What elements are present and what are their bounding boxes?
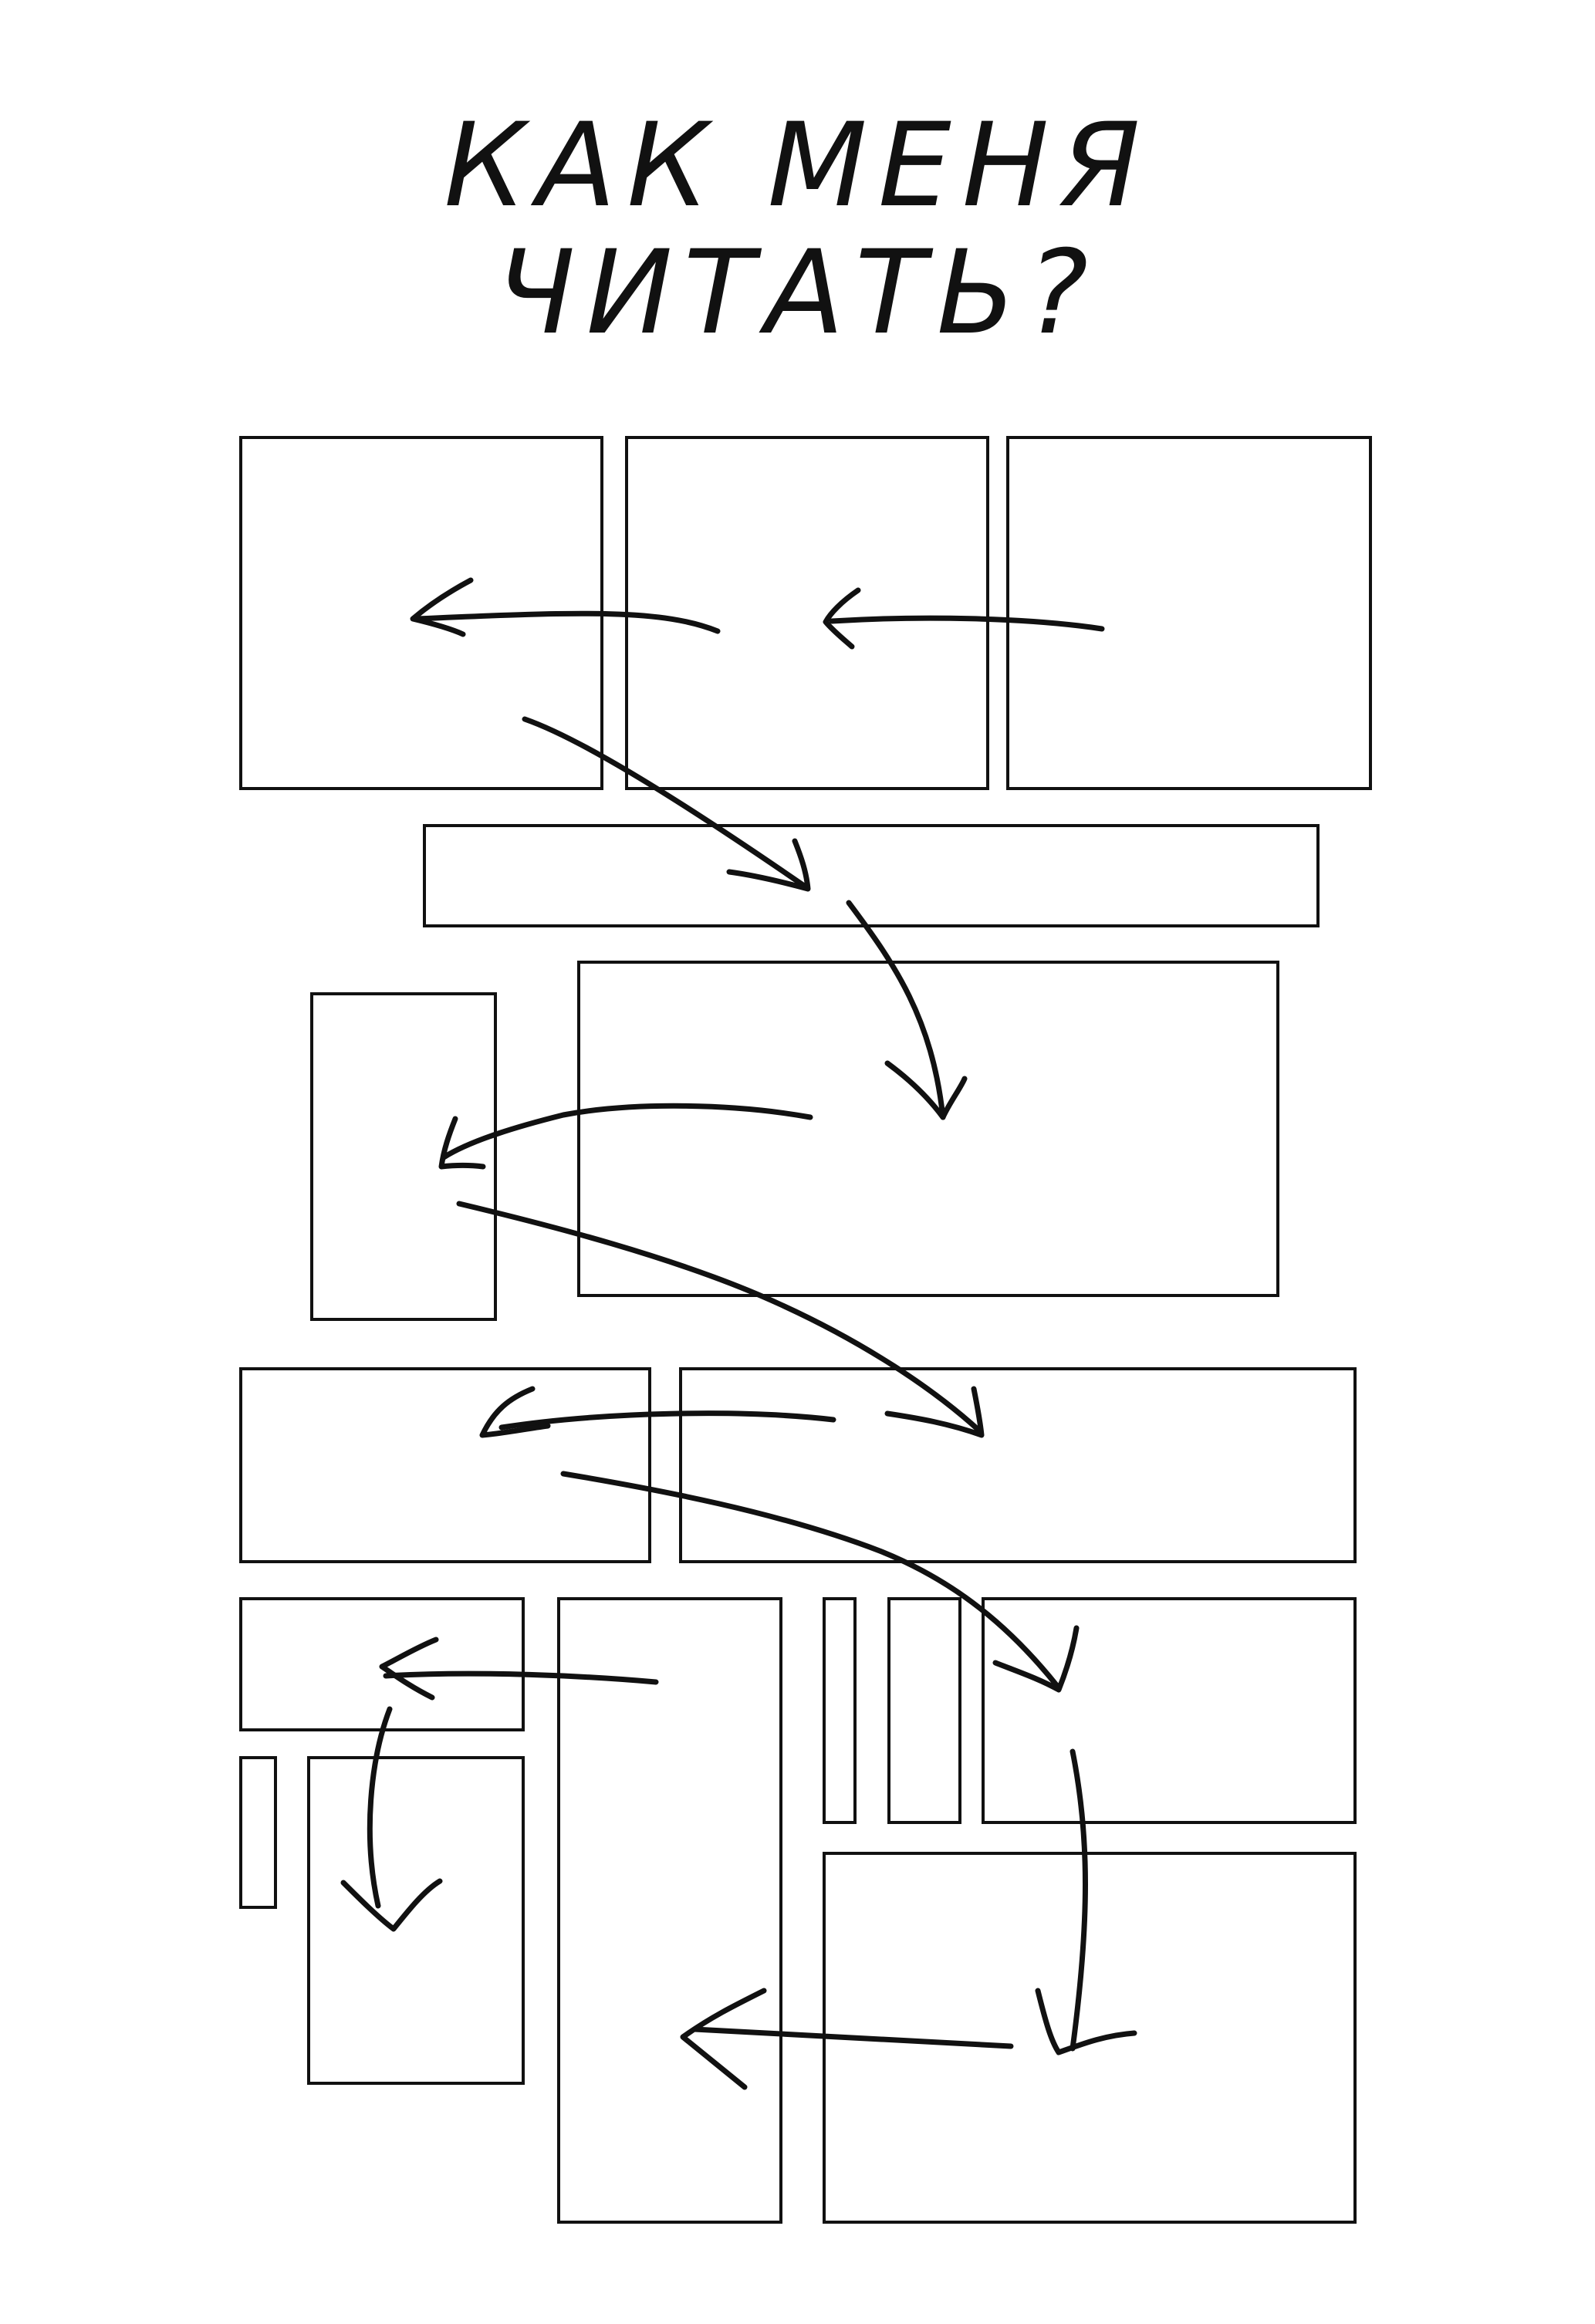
reading-arrow-2	[410, 577, 721, 637]
panel-row3-large	[577, 961, 1279, 1297]
panel-row3-small	[310, 992, 497, 1321]
panel-bottom-narrow	[239, 1756, 277, 1909]
panel-row1-middle	[625, 436, 989, 790]
panel-bottom-thin-b	[887, 1597, 961, 1824]
panel-row2-strip	[423, 824, 1320, 927]
page-title-line-2: ЧИТАТЬ?	[495, 226, 1100, 360]
reading-arrow-9	[1035, 1748, 1137, 2055]
reading-arrow-5	[438, 1103, 813, 1170]
panel-bottom-left-tall	[307, 1756, 525, 2085]
panel-row4-left	[239, 1367, 651, 1563]
reading-arrow-12	[340, 1706, 443, 1932]
panel-row4-right	[679, 1367, 1357, 1563]
reading-arrow-3	[522, 716, 811, 892]
reading-arrow-11	[379, 1637, 659, 1701]
panel-bottom-large-right	[823, 1852, 1357, 2224]
reading-arrow-4	[846, 900, 968, 1120]
panel-row1-right	[1006, 436, 1372, 790]
page-title-line-1: КАК МЕНЯ	[444, 99, 1151, 233]
reading-arrow-10	[680, 1988, 1014, 2090]
reading-arrow-7	[479, 1386, 836, 1438]
panel-bottom-top-right	[982, 1597, 1357, 1824]
panel-bottom-thin-a	[823, 1597, 857, 1824]
reading-arrow-1	[823, 587, 1105, 650]
reading-arrow-6	[456, 1201, 985, 1438]
reading-arrow-8	[560, 1471, 1080, 1693]
panel-bottom-center-tall	[557, 1597, 782, 2224]
